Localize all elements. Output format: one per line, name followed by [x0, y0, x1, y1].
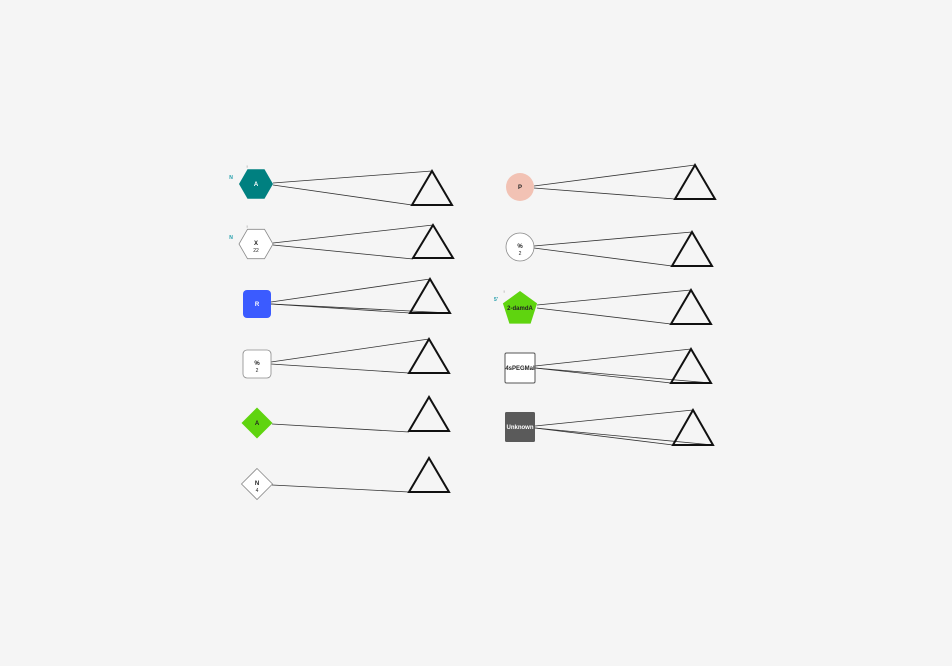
- monomer-shape-square: [505, 412, 535, 442]
- monomer-node-m1[interactable]: A: [239, 169, 273, 199]
- monomer-node-m4[interactable]: %2: [242, 349, 272, 379]
- monomer-label: 2-damdA: [507, 306, 533, 312]
- attachment-triangle: [410, 169, 454, 206]
- connector-line: [270, 338, 430, 363]
- monomer-sublabel: 2: [519, 251, 522, 257]
- connector-lines: [270, 164, 714, 493]
- connector-line: [536, 307, 672, 325]
- connector-line: [534, 427, 674, 446]
- monomer-shape-pentagon: [502, 291, 538, 324]
- monomer-shape-diamond: [241, 407, 273, 439]
- connector-line: [533, 187, 676, 200]
- monomer-node-m2[interactable]: X22: [238, 228, 274, 260]
- connector-line: [534, 367, 672, 384]
- monomer-sublabel: 4: [256, 488, 259, 494]
- monomer-label: 4sPEGMal: [505, 366, 535, 372]
- monomer-shape-circle: [505, 232, 535, 262]
- connector-line: [270, 363, 410, 374]
- monomer-label: X: [254, 241, 258, 247]
- connector-line: [534, 367, 712, 384]
- monomer-node-m5[interactable]: A: [241, 407, 273, 439]
- attachment-triangle: [673, 163, 717, 200]
- monomer-shape-diamond: [240, 467, 274, 501]
- connector-line: [272, 184, 413, 206]
- attachment-triangle: [407, 337, 451, 374]
- connector-line: [270, 303, 451, 314]
- connector-line: [536, 289, 692, 306]
- attachment-triangle: [670, 230, 714, 267]
- attachment-triangle: [669, 288, 713, 325]
- attachment-triangle: [408, 277, 452, 314]
- connector-line: [272, 244, 414, 260]
- monomer-node-m9[interactable]: 2-damdA: [502, 291, 538, 324]
- connector-line: [534, 427, 714, 446]
- attachment-triangle: [411, 223, 455, 259]
- monomer-shape-hexagon: [239, 169, 273, 199]
- connector-line: [533, 247, 673, 267]
- connector-line: [533, 231, 693, 247]
- monomer-node-m11[interactable]: Unknown: [505, 412, 535, 442]
- monomer-shape-circle: [506, 173, 534, 201]
- connector-line: [272, 170, 433, 184]
- connector-line: [533, 164, 696, 187]
- monomer-node-m8[interactable]: %2: [505, 232, 535, 262]
- connector-line: [270, 278, 431, 303]
- monomer-label: A: [254, 182, 259, 188]
- monomer-label: R: [255, 302, 260, 308]
- monomer-shape-rounded-square: [243, 290, 271, 318]
- monomer-node-m3[interactable]: R: [243, 290, 271, 318]
- monomer-node-m6[interactable]: N4: [240, 467, 274, 501]
- monomer-shape-hexagon: [238, 228, 274, 260]
- attachment-triangle: [669, 347, 713, 384]
- monomer-node-m7[interactable]: P: [506, 173, 534, 201]
- monomer-label: Unknown: [507, 425, 534, 431]
- connector-line: [271, 484, 410, 493]
- monomer-nodes: AN!X22N!R%2AN4P%22-damdA5'!4sPEGMalUnkno…: [229, 163, 717, 501]
- monomer-label: A: [255, 421, 260, 427]
- mark-annotation: !: [246, 224, 247, 229]
- attachment-triangle: [671, 407, 715, 446]
- terminal-annotation: N: [229, 175, 233, 181]
- monomer-label: %: [254, 361, 260, 367]
- terminal-annotation: 5': [494, 297, 498, 303]
- attachment-triangle: [407, 456, 451, 493]
- monomer-sublabel: 2: [256, 368, 259, 374]
- monomer-shape-rounded-square: [242, 349, 272, 379]
- terminal-annotation: N: [229, 235, 233, 241]
- connector-line: [534, 409, 694, 427]
- mark-annotation: !: [503, 289, 504, 294]
- mark-annotation: !: [246, 164, 247, 169]
- connector-line: [272, 224, 434, 244]
- attachment-triangle: [407, 395, 451, 432]
- monomer-shape-square: [504, 352, 536, 384]
- monomer-label: N: [255, 481, 259, 487]
- monomer-label: %: [517, 244, 523, 250]
- monomer-sublabel: 22: [253, 248, 259, 254]
- monomer-label: P: [518, 185, 522, 191]
- monomer-node-m10[interactable]: 4sPEGMal: [504, 352, 536, 384]
- connector-line: [271, 423, 410, 433]
- connector-line: [534, 348, 692, 367]
